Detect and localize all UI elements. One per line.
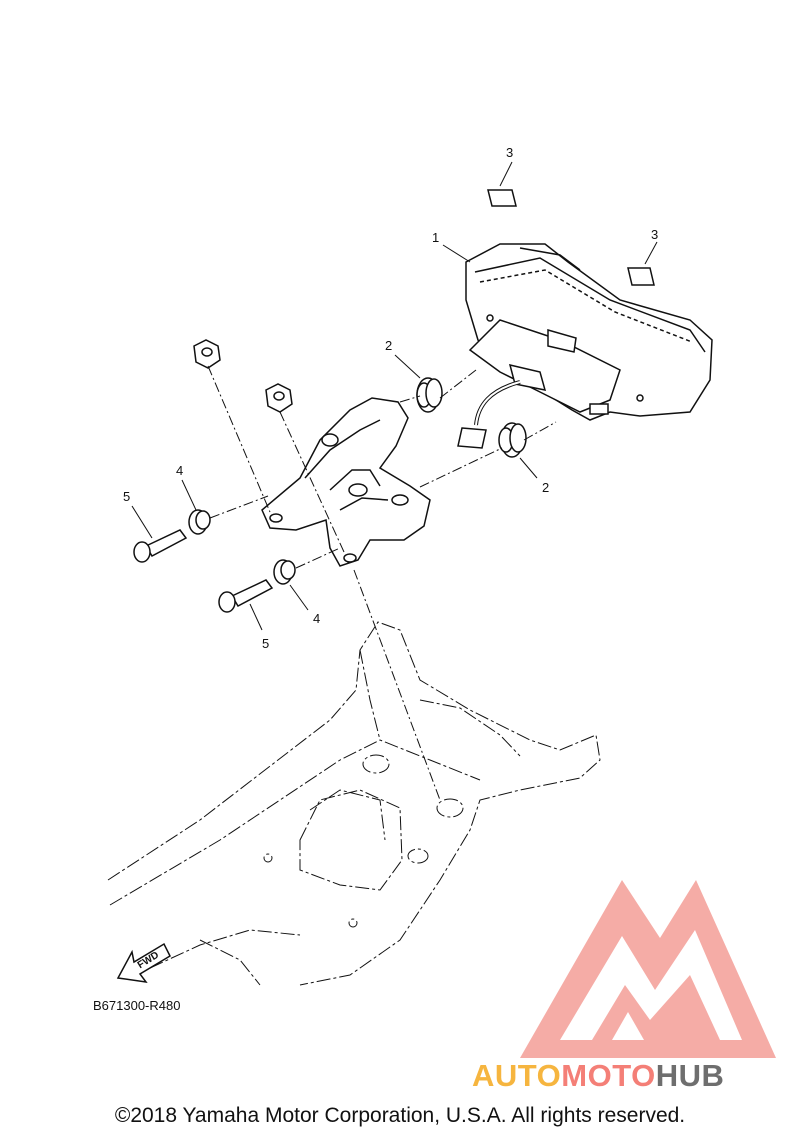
callout-5-lower: 5 — [262, 636, 270, 651]
brand-part-moto: MOTO — [561, 1058, 656, 1093]
bolts — [133, 529, 274, 613]
callout-4-lower: 4 — [313, 611, 321, 626]
meter-assembly — [457, 243, 713, 449]
diagram-code: B671300-R480 — [93, 998, 181, 1013]
leader-lines — [131, 161, 658, 631]
front-frame-outline — [107, 621, 601, 986]
callout-3-upper: 3 — [506, 145, 514, 160]
forward-arrow — [116, 942, 171, 983]
callout-3-right: 3 — [651, 227, 659, 242]
assembly-axis-lines — [207, 365, 557, 801]
brand-part-auto: AUTO — [472, 1058, 562, 1093]
callout-5-upper: 5 — [123, 489, 131, 504]
callout-2-upper: 2 — [385, 338, 393, 353]
callout-2-lower: 2 — [542, 480, 550, 495]
watermark-logo — [520, 880, 776, 1058]
meter-bracket — [261, 397, 431, 567]
copyright-notice: ©2018 Yamaha Motor Corporation, U.S.A. A… — [114, 1104, 686, 1127]
brand-part-hub: HUB — [655, 1058, 725, 1093]
brand-wordmark: AUTOMOTOHUB — [472, 1058, 724, 1094]
nuts — [193, 339, 293, 413]
grommets — [416, 377, 527, 458]
callout-4-upper: 4 — [176, 463, 184, 478]
collars — [188, 509, 296, 585]
damper-pads — [487, 189, 655, 286]
callout-1-meter-assembly: 1 — [432, 230, 440, 245]
